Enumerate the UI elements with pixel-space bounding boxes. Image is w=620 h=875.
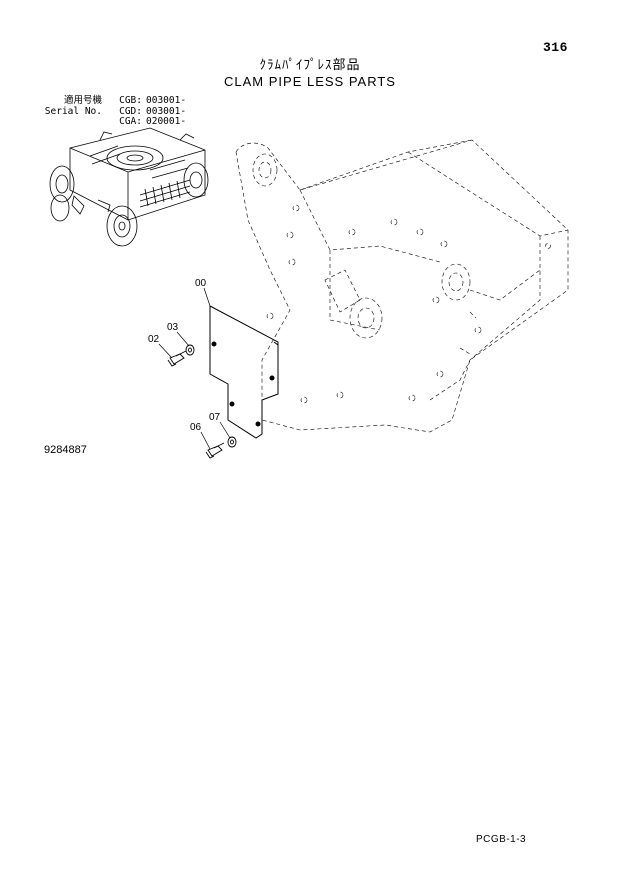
main-frame-outline <box>235 139 569 433</box>
serial-code: CGA: <box>119 116 142 127</box>
serial-value: 003001- <box>146 95 187 106</box>
footer-code: PCGB-1-3 <box>476 834 527 845</box>
serial-row: CGA: 020001- <box>44 116 206 128</box>
callout-07: 07 <box>209 412 221 423</box>
title-english: CLAM PIPE LESS PARTS <box>224 74 396 89</box>
machine-thumbnail <box>49 127 209 247</box>
serial-code: CGB: <box>119 95 142 106</box>
serial-row: 適用号機 CGB: 003001- <box>44 95 206 107</box>
serial-value: 020001- <box>146 116 187 127</box>
washer-lower <box>227 436 237 448</box>
bolt-lower <box>205 442 225 459</box>
cover-plate <box>209 305 279 439</box>
serial-label: Serial No. <box>44 105 102 117</box>
page-number: 316 <box>543 40 568 55</box>
title-japanese: ｸﾗﾑﾊﾟｲﾌﾟﾚｽ部品 <box>259 58 361 73</box>
serial-value: 003001- <box>146 105 187 117</box>
washer-upper <box>185 344 195 356</box>
serial-code: CGD: <box>119 105 142 117</box>
callout-00: 00 <box>195 278 207 289</box>
callout-02: 02 <box>148 334 160 345</box>
drawing-number: 9284887 <box>44 444 87 456</box>
serial-applicability-block: 適用号機 CGB: 003001- Serial No. CGD: 003001… <box>44 95 206 128</box>
callout-03: 03 <box>167 322 179 333</box>
bolt-upper <box>167 350 187 367</box>
leader-lines <box>158 287 231 450</box>
serial-label: 適用号機 <box>63 95 102 106</box>
serial-row: Serial No. CGD: 003001- <box>44 105 206 118</box>
callout-06: 06 <box>190 422 202 433</box>
